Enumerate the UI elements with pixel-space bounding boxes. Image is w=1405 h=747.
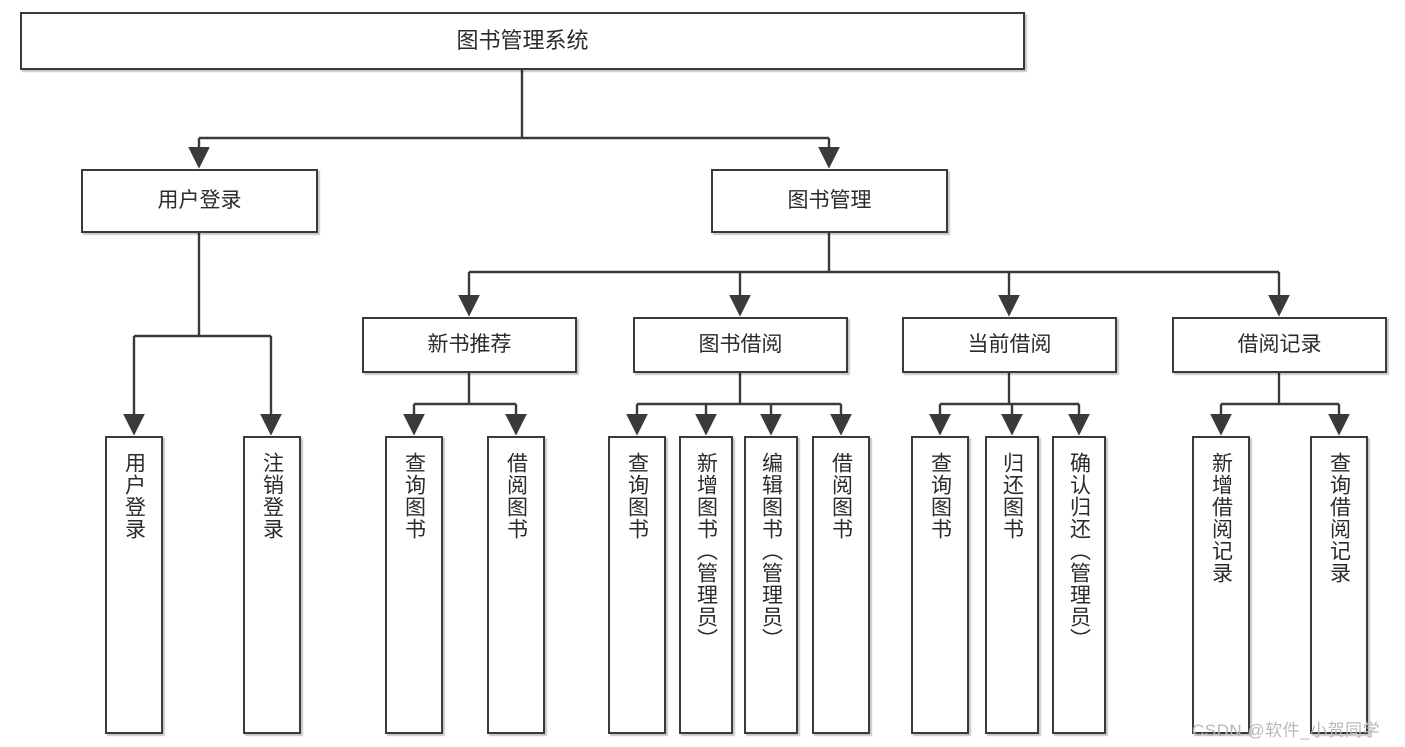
node-leaf-return-book[interactable]: 归还图书 xyxy=(985,436,1039,734)
node-label: 查询图书 xyxy=(625,452,649,540)
node-label: 当前借阅 xyxy=(967,332,1052,356)
node-leaf-borrow-book[interactable]: 借阅图书 xyxy=(812,436,870,734)
node-label: 借阅图书 xyxy=(829,452,853,540)
node-label: 新增借阅记录 xyxy=(1209,452,1233,584)
watermark-text: CSDN @软件_小贺同学 xyxy=(1192,721,1381,740)
node-label: 新书推荐 xyxy=(427,332,512,356)
node-label: 图书借阅 xyxy=(698,332,783,356)
node-user-login[interactable]: 用户登录 xyxy=(81,169,318,233)
node-book-borrow[interactable]: 图书借阅 xyxy=(633,317,848,373)
node-label: 查询借阅记录 xyxy=(1327,452,1351,584)
node-leaf-confirm-return-admin[interactable]: 确认归还（管理员） xyxy=(1052,436,1106,734)
node-leaf-query-book-borrow[interactable]: 查询图书 xyxy=(608,436,666,734)
node-label: 归还图书 xyxy=(1000,452,1024,540)
node-leaf-query-book-rec[interactable]: 查询图书 xyxy=(385,436,443,734)
node-leaf-edit-book-admin[interactable]: 编辑图书（管理员） xyxy=(744,436,798,734)
node-leaf-add-book-admin[interactable]: 新增图书（管理员） xyxy=(679,436,733,734)
node-label: 确认归还（管理员） xyxy=(1067,452,1091,650)
node-new-book-recommend[interactable]: 新书推荐 xyxy=(362,317,577,373)
node-label: 用户登录 xyxy=(157,188,242,212)
node-label: 编辑图书（管理员） xyxy=(759,452,783,650)
node-label: 新增图书（管理员） xyxy=(694,452,718,650)
node-book-manage[interactable]: 图书管理 xyxy=(711,169,948,233)
node-leaf-user-login[interactable]: 用户登录 xyxy=(105,436,163,734)
node-label: 借阅记录 xyxy=(1237,332,1322,356)
node-leaf-query-book-cur[interactable]: 查询图书 xyxy=(911,436,969,734)
node-root-图书管理系统[interactable]: 图书管理系统 xyxy=(20,12,1025,70)
node-label: 查询图书 xyxy=(402,452,426,540)
node-leaf-query-borrow-record[interactable]: 查询借阅记录 xyxy=(1310,436,1368,734)
node-current-borrow[interactable]: 当前借阅 xyxy=(902,317,1117,373)
node-leaf-logout-login[interactable]: 注销登录 xyxy=(243,436,301,734)
node-leaf-borrow-book-rec[interactable]: 借阅图书 xyxy=(487,436,545,734)
node-label: 注销登录 xyxy=(260,452,284,540)
node-label: 查询图书 xyxy=(928,452,952,540)
node-label: 用户登录 xyxy=(122,452,146,540)
node-label: 借阅图书 xyxy=(504,452,528,540)
node-leaf-add-borrow-record[interactable]: 新增借阅记录 xyxy=(1192,436,1250,734)
node-borrow-record[interactable]: 借阅记录 xyxy=(1172,317,1387,373)
node-label: 图书管理 xyxy=(787,188,872,212)
node-label: 图书管理系统 xyxy=(456,28,589,54)
